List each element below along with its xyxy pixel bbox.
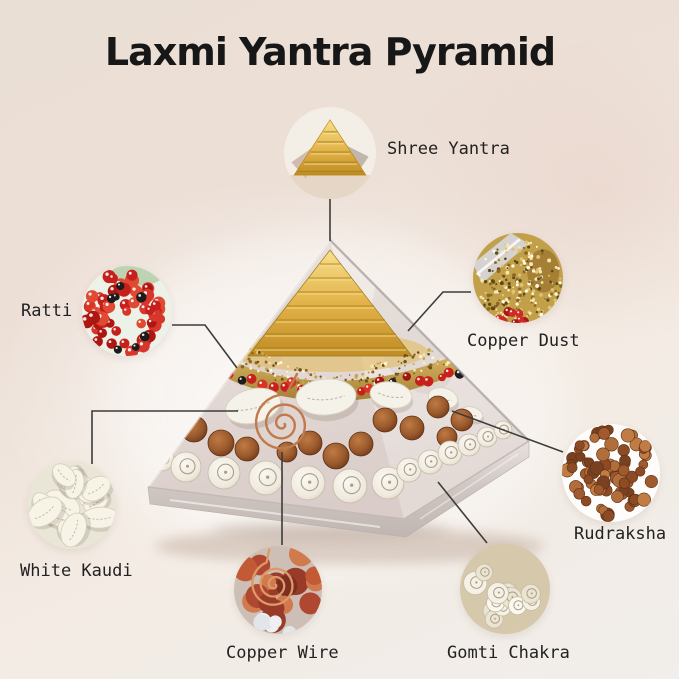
rudraksha-photo: [562, 424, 660, 522]
copper-wire-in-pyramid: [254, 372, 306, 450]
connector-rudraksha: [451, 410, 564, 453]
connector-ratti: [172, 324, 238, 369]
ratti-photo: [82, 266, 172, 356]
callout-lines: [91, 199, 564, 545]
gomti-chakra-photo: [460, 544, 550, 634]
connector-gomti-chakra: [437, 481, 488, 544]
pyramid-photo: [108, 230, 568, 570]
white-kaudi-photo: [28, 461, 116, 549]
copper-dust-photo: [473, 233, 563, 323]
label-rudraksha: Rudraksha: [574, 524, 667, 544]
copper-wire-photo: [234, 546, 322, 634]
connector-white-kaudi: [91, 410, 238, 464]
label-copper-dust: Copper Dust: [467, 331, 580, 351]
label-copper-wire: Copper Wire: [226, 643, 339, 663]
shree-yantra-thumb-art: [284, 107, 376, 199]
page-title: Laxmi Yantra Pyramid: [104, 30, 556, 74]
label-shree-yantra: Shree Yantra: [387, 139, 510, 159]
connector-copper-dust: [407, 291, 471, 332]
label-white-kaudi: White Kaudi: [20, 561, 133, 581]
label-gomti-chakra: Gomti Chakra: [447, 643, 570, 663]
shree-yantra-photo: [284, 107, 376, 199]
label-ratti: Ratti: [21, 301, 73, 321]
